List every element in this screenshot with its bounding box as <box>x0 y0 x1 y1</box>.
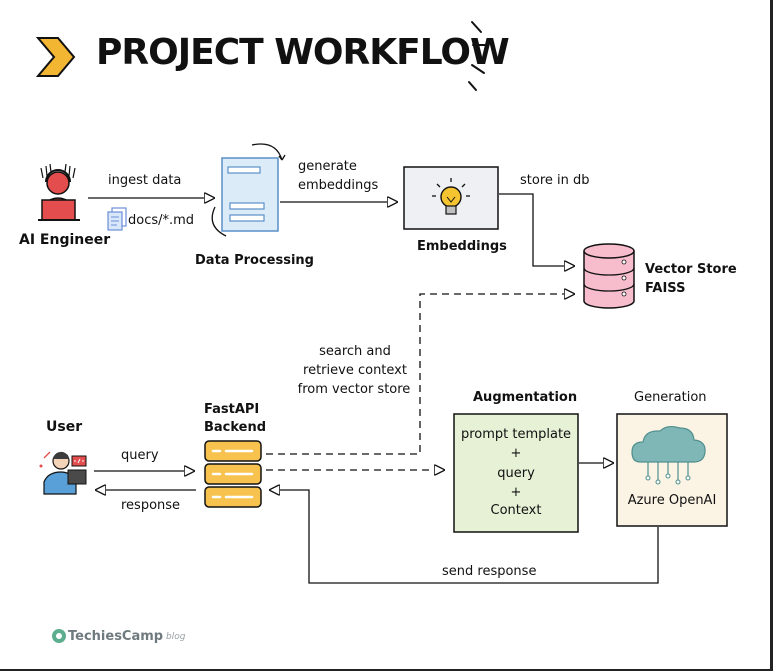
generation-label: Generation <box>634 390 707 405</box>
user-label: User <box>46 419 83 435</box>
chevron-arrow-icon <box>35 37 76 77</box>
ingest-data-label: ingest data <box>108 173 182 188</box>
azure-openai-label: Azure OpenAI <box>627 493 717 508</box>
augmentation-label: Augmentation <box>473 390 578 405</box>
vector-store-label-2: FAISS <box>645 281 686 296</box>
response-label: response <box>121 498 181 513</box>
data-processing-label: Data Processing <box>195 253 314 268</box>
techiescamp-logo-icon <box>52 629 66 643</box>
fastapi-label-1: FastAPI <box>204 402 260 417</box>
aug-line-plus-2: + <box>510 485 522 500</box>
aug-line-prompt-template: prompt template <box>460 427 572 442</box>
database-icon <box>583 243 635 309</box>
frame-bottom-border <box>0 669 773 671</box>
generate-embeddings-label-1: generate <box>298 159 357 174</box>
store-in-db-arrow <box>499 193 574 266</box>
logo-text: TechiesCamp <box>68 629 164 644</box>
vector-store-label-1: Vector Store <box>645 262 737 277</box>
augmentation-box <box>453 413 579 533</box>
ai-engineer-label: AI Engineer <box>19 232 111 248</box>
search-retrieve-label-2: retrieve context <box>303 363 407 378</box>
embeddings-label: Embeddings <box>417 239 507 254</box>
search-retrieve-label-1: search and <box>319 344 391 359</box>
generate-embeddings-label-2: embeddings <box>298 178 379 193</box>
search-retrieve-arrow <box>266 294 574 455</box>
send-response-label: send response <box>442 564 537 579</box>
send-response-arrow <box>270 490 659 584</box>
fastapi-label-2: Backend <box>204 420 267 435</box>
store-in-db-label: store in db <box>520 173 590 188</box>
user-at-laptop-icon <box>39 451 87 495</box>
engineer-with-headset-icon <box>38 163 80 221</box>
query-label: query <box>121 448 159 463</box>
search-retrieve-label-3: from vector store <box>297 382 411 397</box>
server-stack-icon <box>204 440 262 508</box>
logo-sub: blog <box>166 632 186 642</box>
cloud-circuit-icon <box>631 425 706 485</box>
page-title: PROJECT WORKFLOW <box>96 32 510 73</box>
lightbulb-icon <box>432 178 470 215</box>
data-processing-icon <box>211 143 286 237</box>
frame-right-border <box>770 0 773 671</box>
title-burst-lines <box>468 21 488 91</box>
aug-line-context: Context <box>490 503 542 518</box>
aug-line-query: query <box>497 466 535 481</box>
docs-file-label: docs/*.md <box>128 213 195 228</box>
document-icon <box>107 207 127 231</box>
aug-line-plus-1: + <box>510 446 522 461</box>
